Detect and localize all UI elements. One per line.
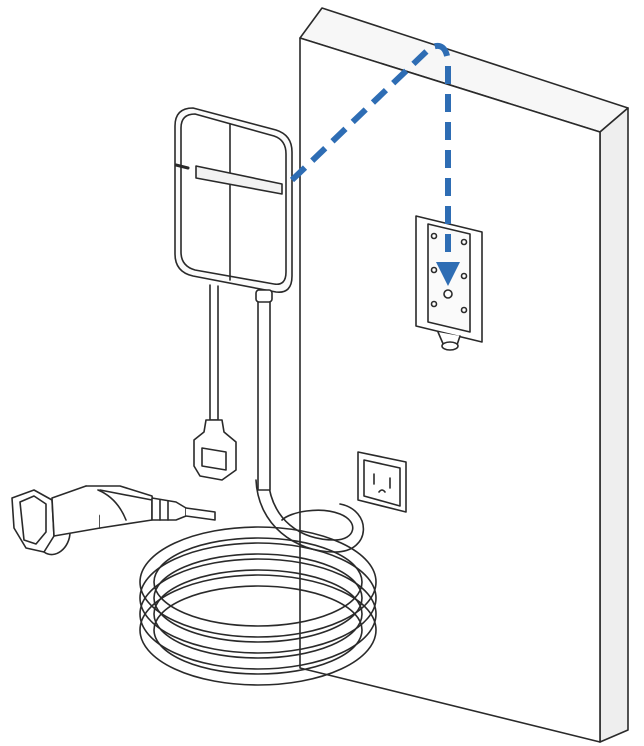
wall (299, 7, 629, 743)
power-plug (193, 419, 237, 481)
coiled-cable (139, 479, 377, 686)
charger-unit (174, 107, 293, 491)
charging-connector (11, 485, 216, 556)
outlet (357, 451, 407, 513)
arrow-head-icon (436, 262, 460, 286)
mounting-arrow (289, 42, 460, 286)
